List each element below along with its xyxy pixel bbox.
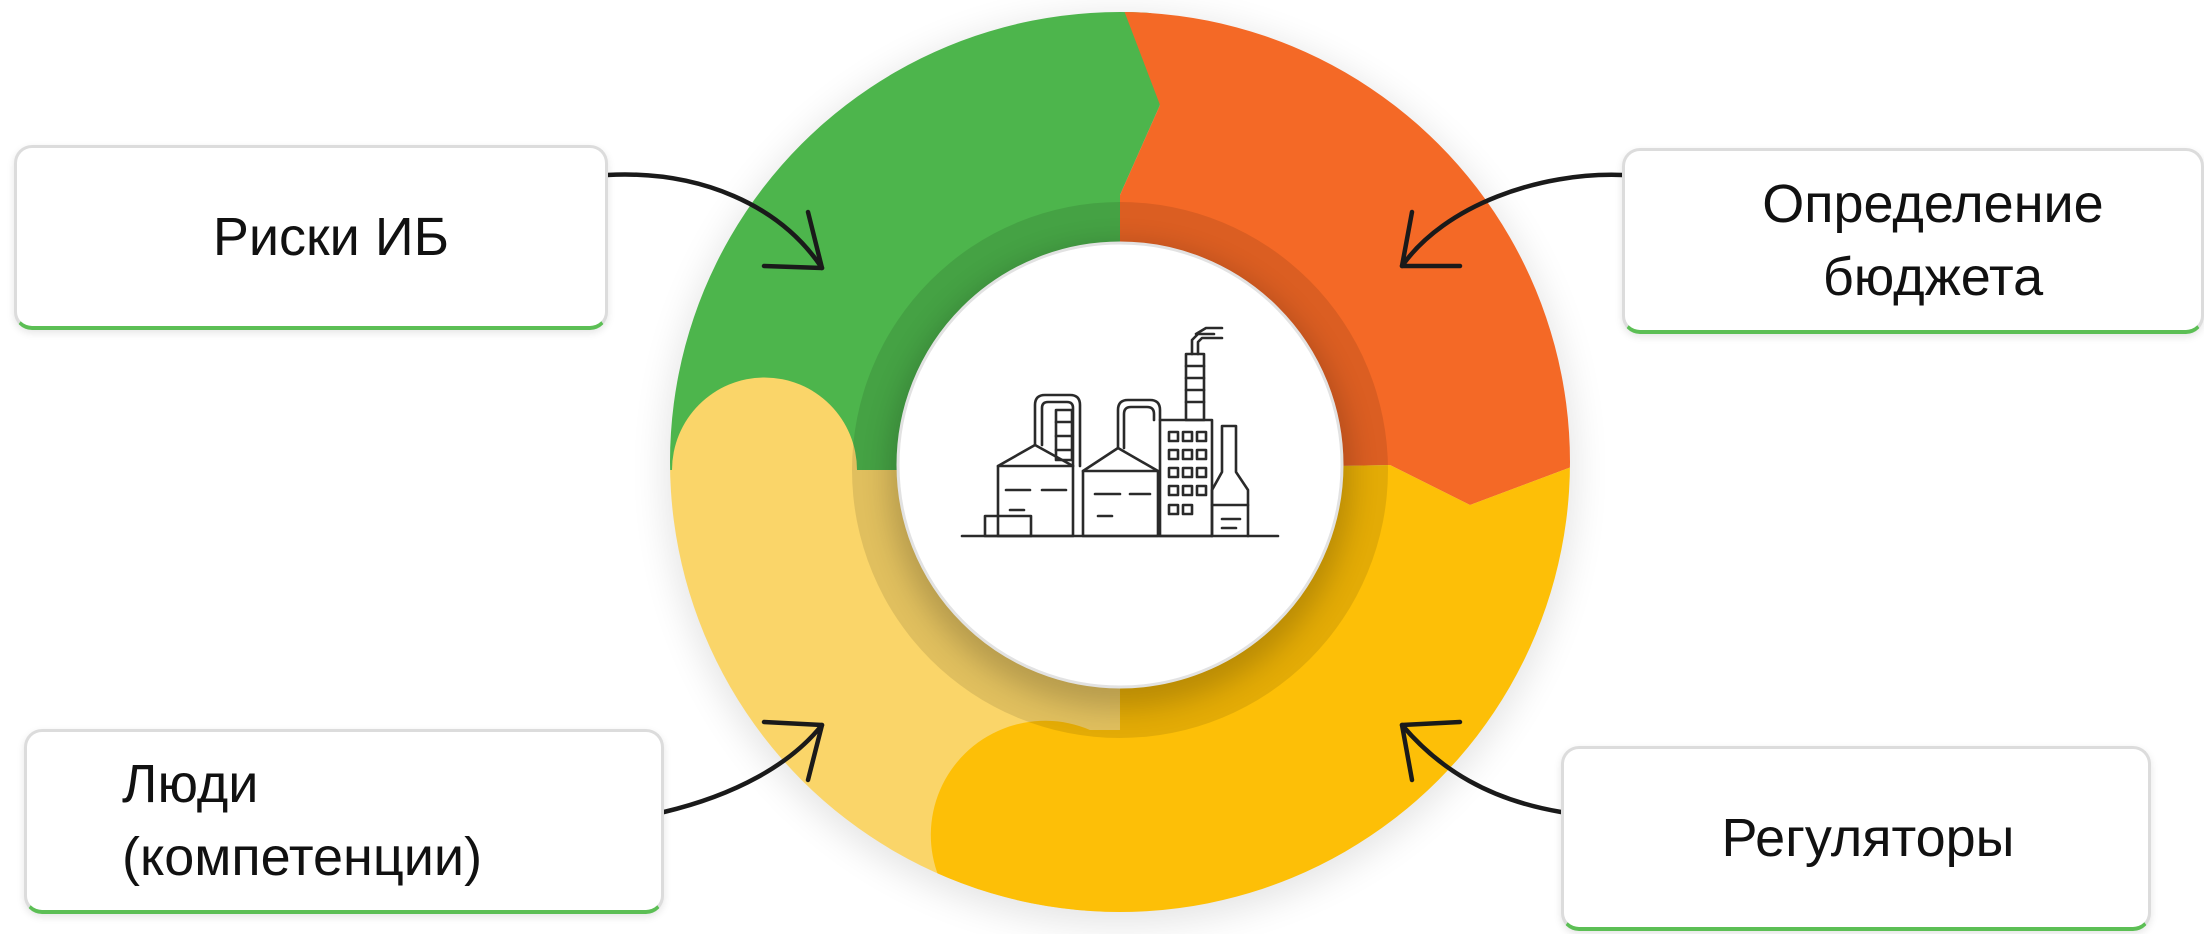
arrow-budget-head	[1399, 209, 1463, 269]
card-regulators: Регуляторы	[1561, 746, 2151, 931]
card-budget-label: Определение бюджета	[1762, 173, 2104, 307]
card-regulators-label: Регуляторы	[1721, 807, 2015, 868]
segment-people-tail	[672, 377, 857, 470]
arrow-regulators-head	[1399, 719, 1463, 783]
arrow-regulators	[1399, 722, 1564, 815]
arrow-risks	[604, 172, 825, 271]
card-people-label: Люди (компетенции)	[122, 754, 483, 887]
arrow-people	[661, 722, 825, 815]
factory-icon	[960, 326, 1280, 538]
arrow-people-head	[761, 719, 825, 783]
card-people: Люди (компетенции)	[24, 729, 664, 914]
card-risks: Риски ИБ	[14, 145, 608, 330]
arrow-risks-head	[761, 209, 825, 271]
card-budget: Определение бюджета	[1622, 148, 2204, 334]
card-risks-label: Риски ИБ	[212, 206, 450, 267]
center-disc	[896, 241, 1344, 689]
arrows	[604, 172, 1625, 815]
arrow-budget	[1399, 172, 1625, 269]
segment-regulators-head	[930, 720, 1120, 912]
